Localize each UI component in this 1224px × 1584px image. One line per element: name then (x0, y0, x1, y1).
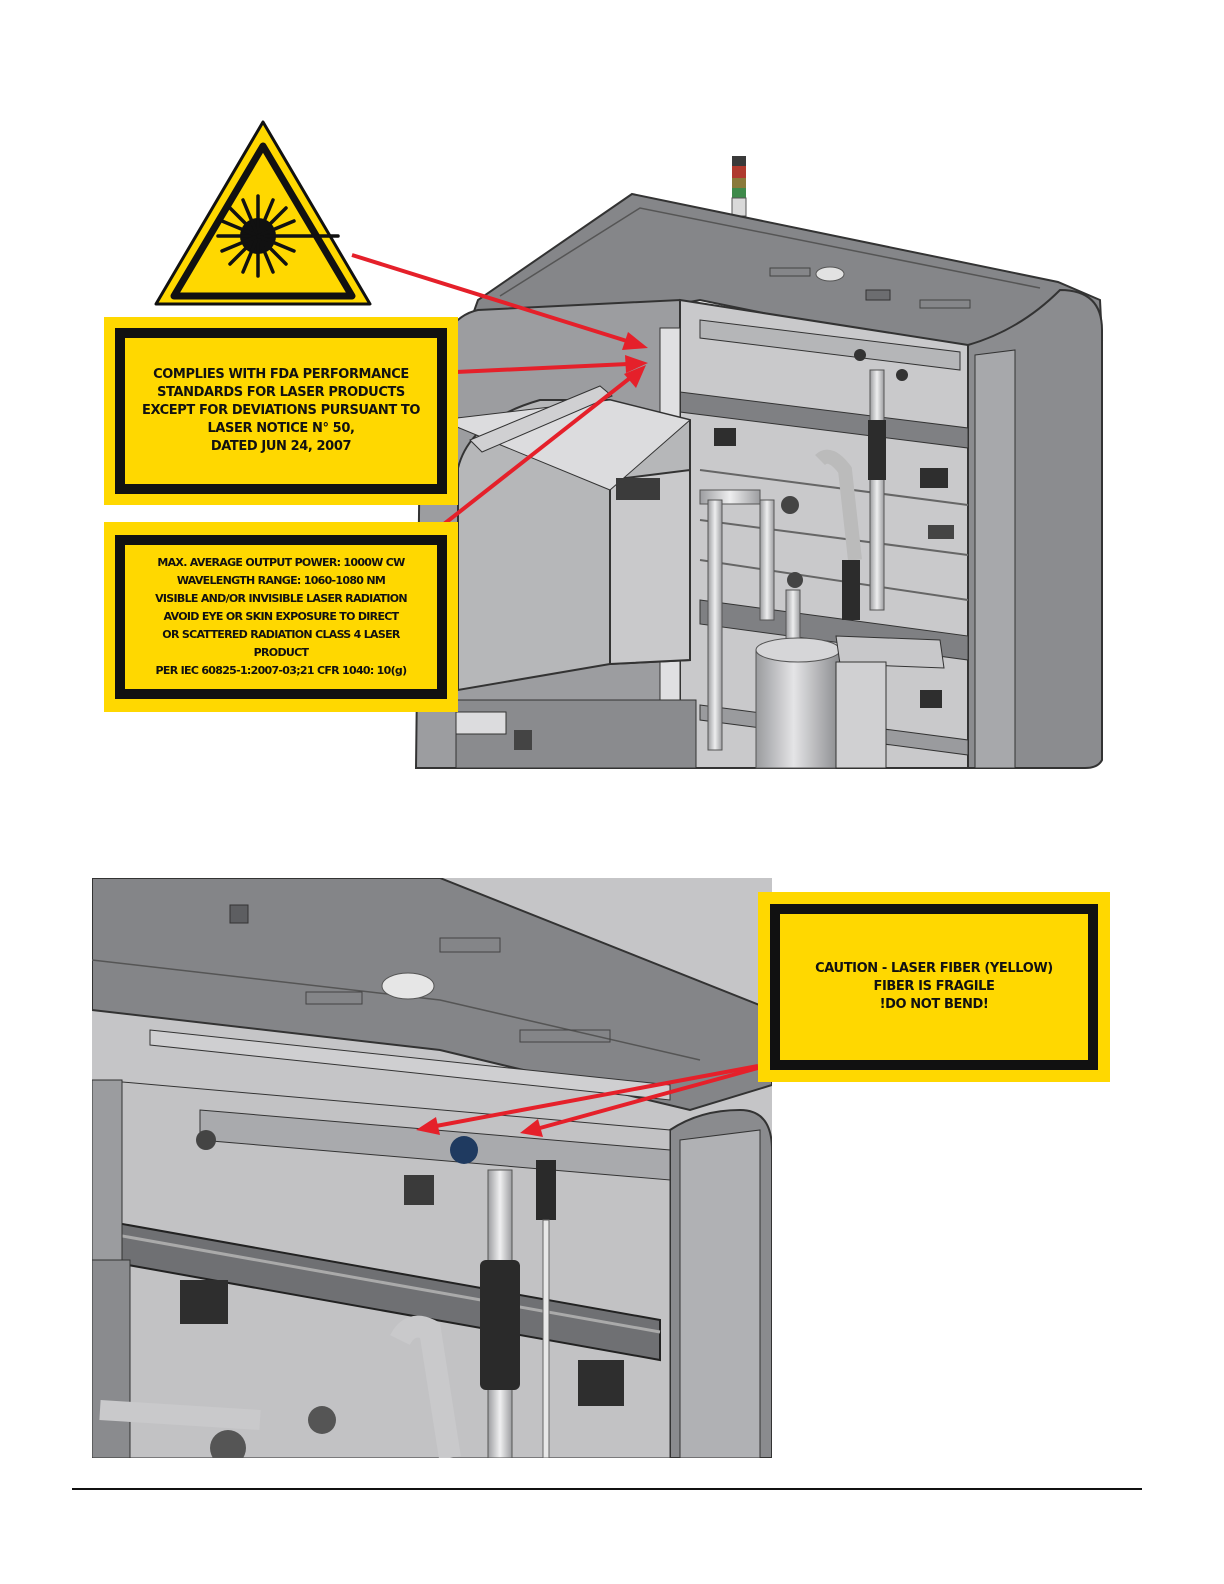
fiber-caution-text: CAUTION - LASER FIBER (YELLOW) FIBER IS … (815, 961, 1053, 1012)
cabinet-base (455, 699, 697, 769)
electrical-enclosure (438, 385, 692, 692)
footer-rule (72, 1488, 1142, 1490)
filter-unit (835, 635, 945, 769)
pointer-arrows-bottom (416, 1064, 759, 1137)
laser-power-warning-label: MAX. AVERAGE OUTPUT POWER: 1000W CW WAVE… (104, 522, 458, 712)
fda-compliance-text: COMPLIES WITH FDA PERFORMANCE STANDARDS … (141, 367, 421, 454)
fiber-caution-label: CAUTION - LASER FIBER (YELLOW) FIBER IS … (758, 892, 1110, 1082)
laser-power-warning-text: MAX. AVERAGE OUTPUT POWER: 1000W CW WAVE… (155, 556, 408, 677)
fda-compliance-label: COMPLIES WITH FDA PERFORMANCE STANDARDS … (104, 317, 458, 505)
pointer-arrows-top (351, 253, 648, 526)
cabinet-top (460, 192, 1104, 357)
machine-illustration-top (154, 120, 1104, 769)
coolant-tank (755, 637, 841, 769)
cabinet-right-panel (967, 288, 1103, 769)
coolant-pipes (699, 369, 886, 751)
laser-warning-triangle-icon (154, 120, 372, 306)
